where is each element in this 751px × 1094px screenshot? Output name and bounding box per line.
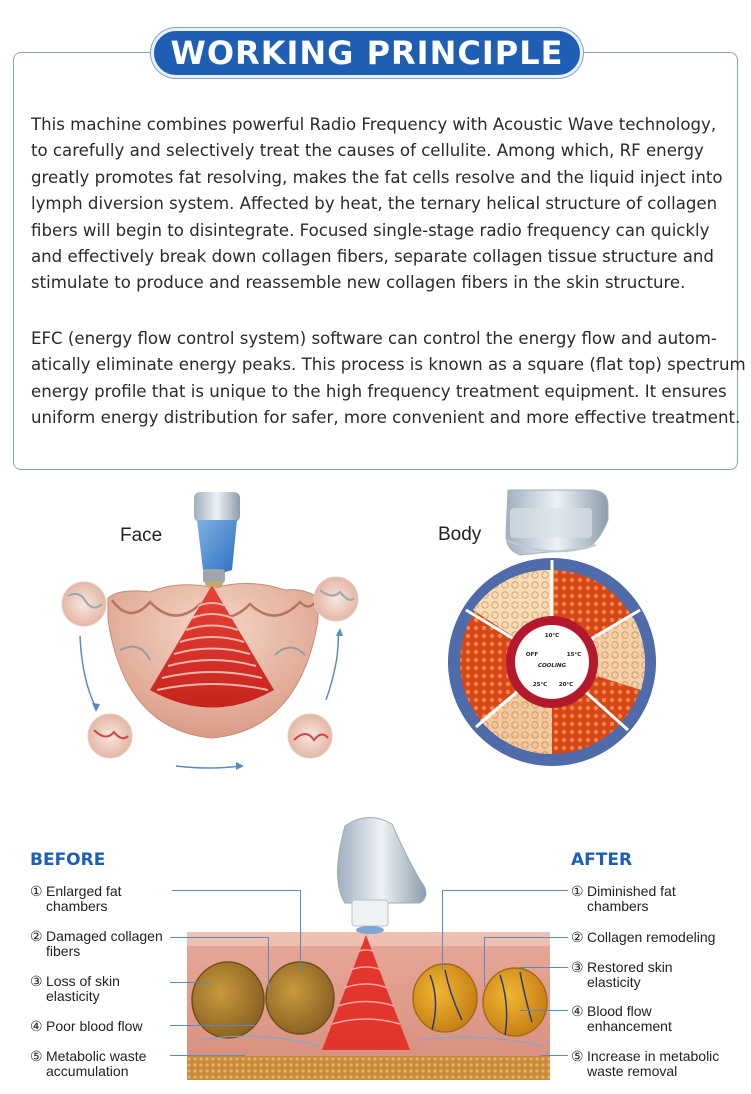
- leader-line: [300, 890, 301, 970]
- leader-line: [442, 890, 568, 891]
- collagen-bubble: [287, 713, 333, 759]
- item-number: ③: [571, 959, 584, 975]
- item-text: Collagen remodeling: [587, 929, 716, 945]
- paragraph-line: lymph diversion system. Affected by heat…: [31, 194, 718, 214]
- item-number: ①: [571, 883, 584, 899]
- temp-label: 15°C: [567, 652, 581, 658]
- temp-label: 25°C: [533, 682, 547, 688]
- collagen-bubble: [87, 713, 133, 759]
- face-probe-icon: [194, 492, 240, 587]
- before-title: BEFORE: [30, 850, 106, 870]
- item-number: ①: [30, 883, 43, 899]
- blood-vessel: [429, 969, 533, 1036]
- face-diagram: [61, 492, 359, 770]
- collagen-bubble: [61, 581, 107, 627]
- paragraph-line: and effectively break down collagen fibe…: [31, 247, 714, 267]
- principle-frame: [13, 52, 738, 470]
- body-diagram: 10°C OFF 15°C COOLING 25°C 20°C: [448, 489, 656, 766]
- paragraph-line: fibers will begin to disintegrate. Focus…: [31, 220, 710, 240]
- fat-chamber: [191, 961, 335, 1039]
- leader-line: [170, 1055, 245, 1056]
- leader-line: [170, 937, 268, 938]
- item-text: Blood flow enhancement: [587, 1003, 672, 1034]
- paragraph-line: greatly promotes fat resolving, makes th…: [31, 167, 723, 187]
- leader-line: [268, 937, 269, 989]
- after-title: AFTER: [571, 850, 633, 870]
- item-text: Damaged collagen fibers: [46, 928, 163, 959]
- temp-label: 20°C: [559, 682, 573, 688]
- paragraph-line: stimulate to produce and reassemble new …: [31, 273, 686, 293]
- paragraph-line: atically eliminate energy peaks. This pr…: [31, 355, 746, 375]
- cycle-arrow-icon: [79, 631, 339, 769]
- paragraph-line: uniform energy distribution for safer, m…: [31, 408, 741, 428]
- temp-label: 10°C: [545, 633, 559, 639]
- collagen-bubble: [313, 576, 359, 622]
- item-text: Poor blood flow: [46, 1018, 143, 1034]
- body-label: Body: [438, 524, 482, 545]
- paragraph-line: This machine combines powerful Radio Fre…: [31, 115, 717, 134]
- face-label: Face: [120, 525, 163, 546]
- paragraph-line: energy profile that is unique to the hig…: [31, 381, 727, 401]
- leader-line: [442, 890, 443, 970]
- item-number: ②: [30, 928, 43, 944]
- leader-line: [520, 967, 568, 968]
- item-text: Restored skin elasticity: [587, 959, 673, 990]
- leader-line: [172, 890, 300, 891]
- leader-line: [540, 1055, 568, 1056]
- leader-line: [170, 982, 210, 983]
- rf-wave-lines: [156, 602, 269, 691]
- leader-line: [484, 937, 568, 938]
- paragraph-line: to carefully and selectively treat the c…: [31, 141, 704, 161]
- leader-line: [170, 1025, 255, 1026]
- leader-line: [520, 1010, 568, 1011]
- item-number: ⑤: [30, 1048, 43, 1064]
- item-number: ②: [571, 929, 584, 945]
- principle-paragraph-2: EFC (energy flow control system) softwar…: [31, 326, 746, 432]
- item-number: ④: [30, 1018, 43, 1034]
- item-number: ③: [30, 973, 43, 989]
- item-text: Metabolic waste accumulation: [46, 1048, 147, 1079]
- item-number: ⑤: [571, 1048, 584, 1064]
- tissue-diagram: [187, 817, 550, 1080]
- item-number: ④: [571, 1003, 584, 1019]
- leader-line: [484, 937, 485, 987]
- page-title: WORKING PRINCIPLE: [151, 28, 583, 78]
- item-text: Diminished fat chambers: [587, 883, 676, 914]
- body-handpiece-icon: [505, 489, 609, 556]
- tissue-handpiece-icon: [337, 817, 427, 934]
- principle-paragraph-1: This machine combines powerful Radio Fre…: [31, 112, 731, 297]
- item-text: Enlarged fat chambers: [46, 883, 122, 914]
- item-text: Loss of skin elasticity: [46, 973, 120, 1004]
- cooling-label: COOLING: [538, 663, 567, 669]
- paragraph-line: EFC (energy flow control system) softwar…: [31, 329, 717, 348]
- temp-label: OFF: [526, 652, 538, 658]
- item-text: Increase in metabolic waste removal: [587, 1048, 720, 1079]
